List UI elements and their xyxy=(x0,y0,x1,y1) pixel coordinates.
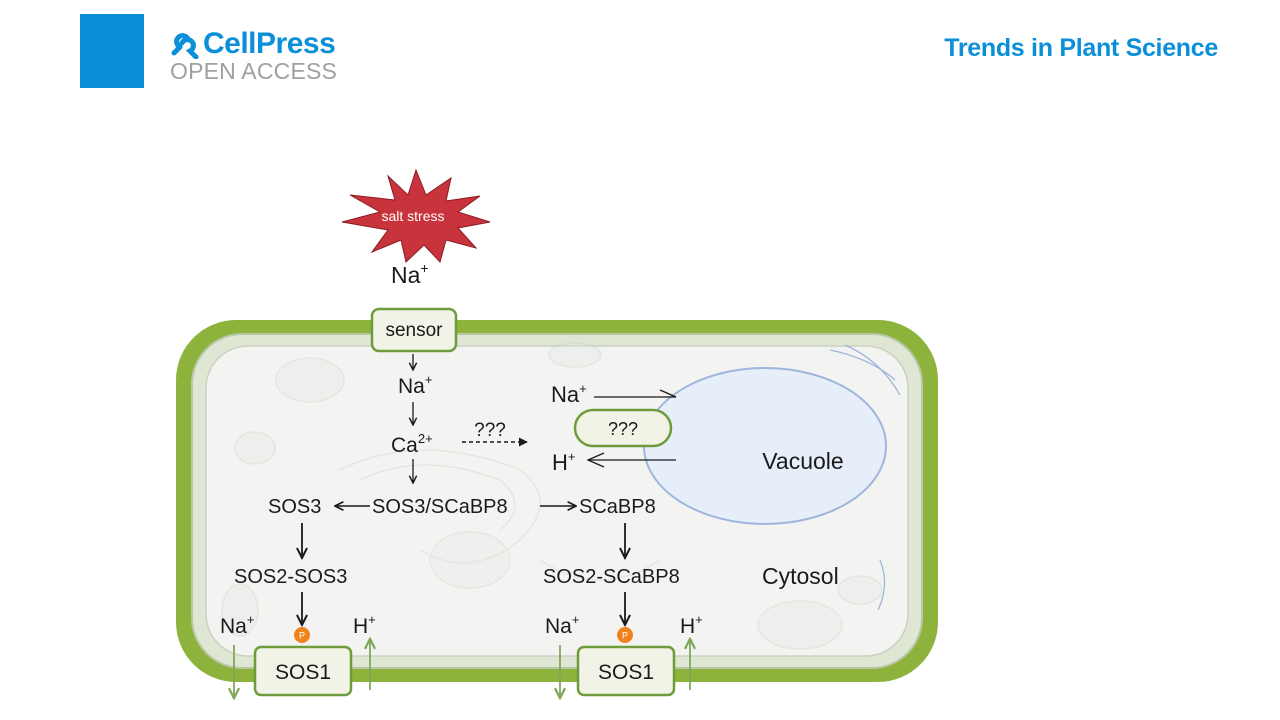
phospho-label-left: P xyxy=(299,631,305,641)
sos3-scabp8-label: SOS3/SCaBP8 xyxy=(372,496,508,518)
phospho-marker-right xyxy=(617,627,633,643)
vacuole xyxy=(643,367,887,525)
right-sos1-label: SOS1 xyxy=(598,661,654,684)
left-sos1-box xyxy=(253,645,353,697)
na-inside-label: Na+ xyxy=(398,372,432,398)
phospho-marker-left xyxy=(294,627,310,643)
vacuole-na-label: Na+ xyxy=(551,381,587,407)
left-sos1-label: SOS1 xyxy=(275,661,331,684)
cytosol-label: Cytosol xyxy=(762,563,839,589)
right-na-label: Na+ xyxy=(545,612,579,638)
na-outside-label: Na+ xyxy=(391,260,429,288)
vacuole-transporter-label: ??? xyxy=(608,419,638,439)
ca-label: Ca2+ xyxy=(391,431,433,457)
vacuole-h-label: H+ xyxy=(552,449,575,475)
phospho-label-right: P xyxy=(622,631,628,641)
sos2-sos3-label: SOS2-SOS3 xyxy=(234,566,347,588)
salt-stress-starburst xyxy=(341,168,491,263)
cellpress-logo: CellPress OPEN ACCESS xyxy=(170,27,338,84)
vacuole-transporter-box xyxy=(573,408,673,448)
right-sos1-box xyxy=(576,645,676,697)
sensor-box xyxy=(370,307,458,353)
left-na-label: Na+ xyxy=(220,612,254,638)
brand-name: CellPress xyxy=(203,27,336,60)
background-organelles xyxy=(221,342,883,650)
vacuole-label: Vacuole xyxy=(762,448,843,474)
sos3-label: SOS3 xyxy=(268,496,321,518)
header-blue-square xyxy=(80,14,144,88)
left-h-label: H+ xyxy=(353,612,376,638)
salt-stress-label: salt stress xyxy=(381,208,444,224)
sensor-label: sensor xyxy=(385,320,443,341)
scabp8-label: SCaBP8 xyxy=(579,496,656,518)
brand-subtitle: OPEN ACCESS xyxy=(170,58,338,84)
right-h-label: H+ xyxy=(680,612,703,638)
h-out-of-vacuole-arrowhead xyxy=(586,452,605,468)
na-into-vacuole-arrowhead xyxy=(659,389,677,398)
vacuole-fibers xyxy=(829,344,901,611)
unknown-signal-label: ??? xyxy=(474,420,506,441)
sos2-scabp8-label: SOS2-SCaBP8 xyxy=(543,566,680,588)
cellpress-mark-icon xyxy=(171,33,199,59)
journal-title: Trends in Plant Science xyxy=(944,34,1218,62)
